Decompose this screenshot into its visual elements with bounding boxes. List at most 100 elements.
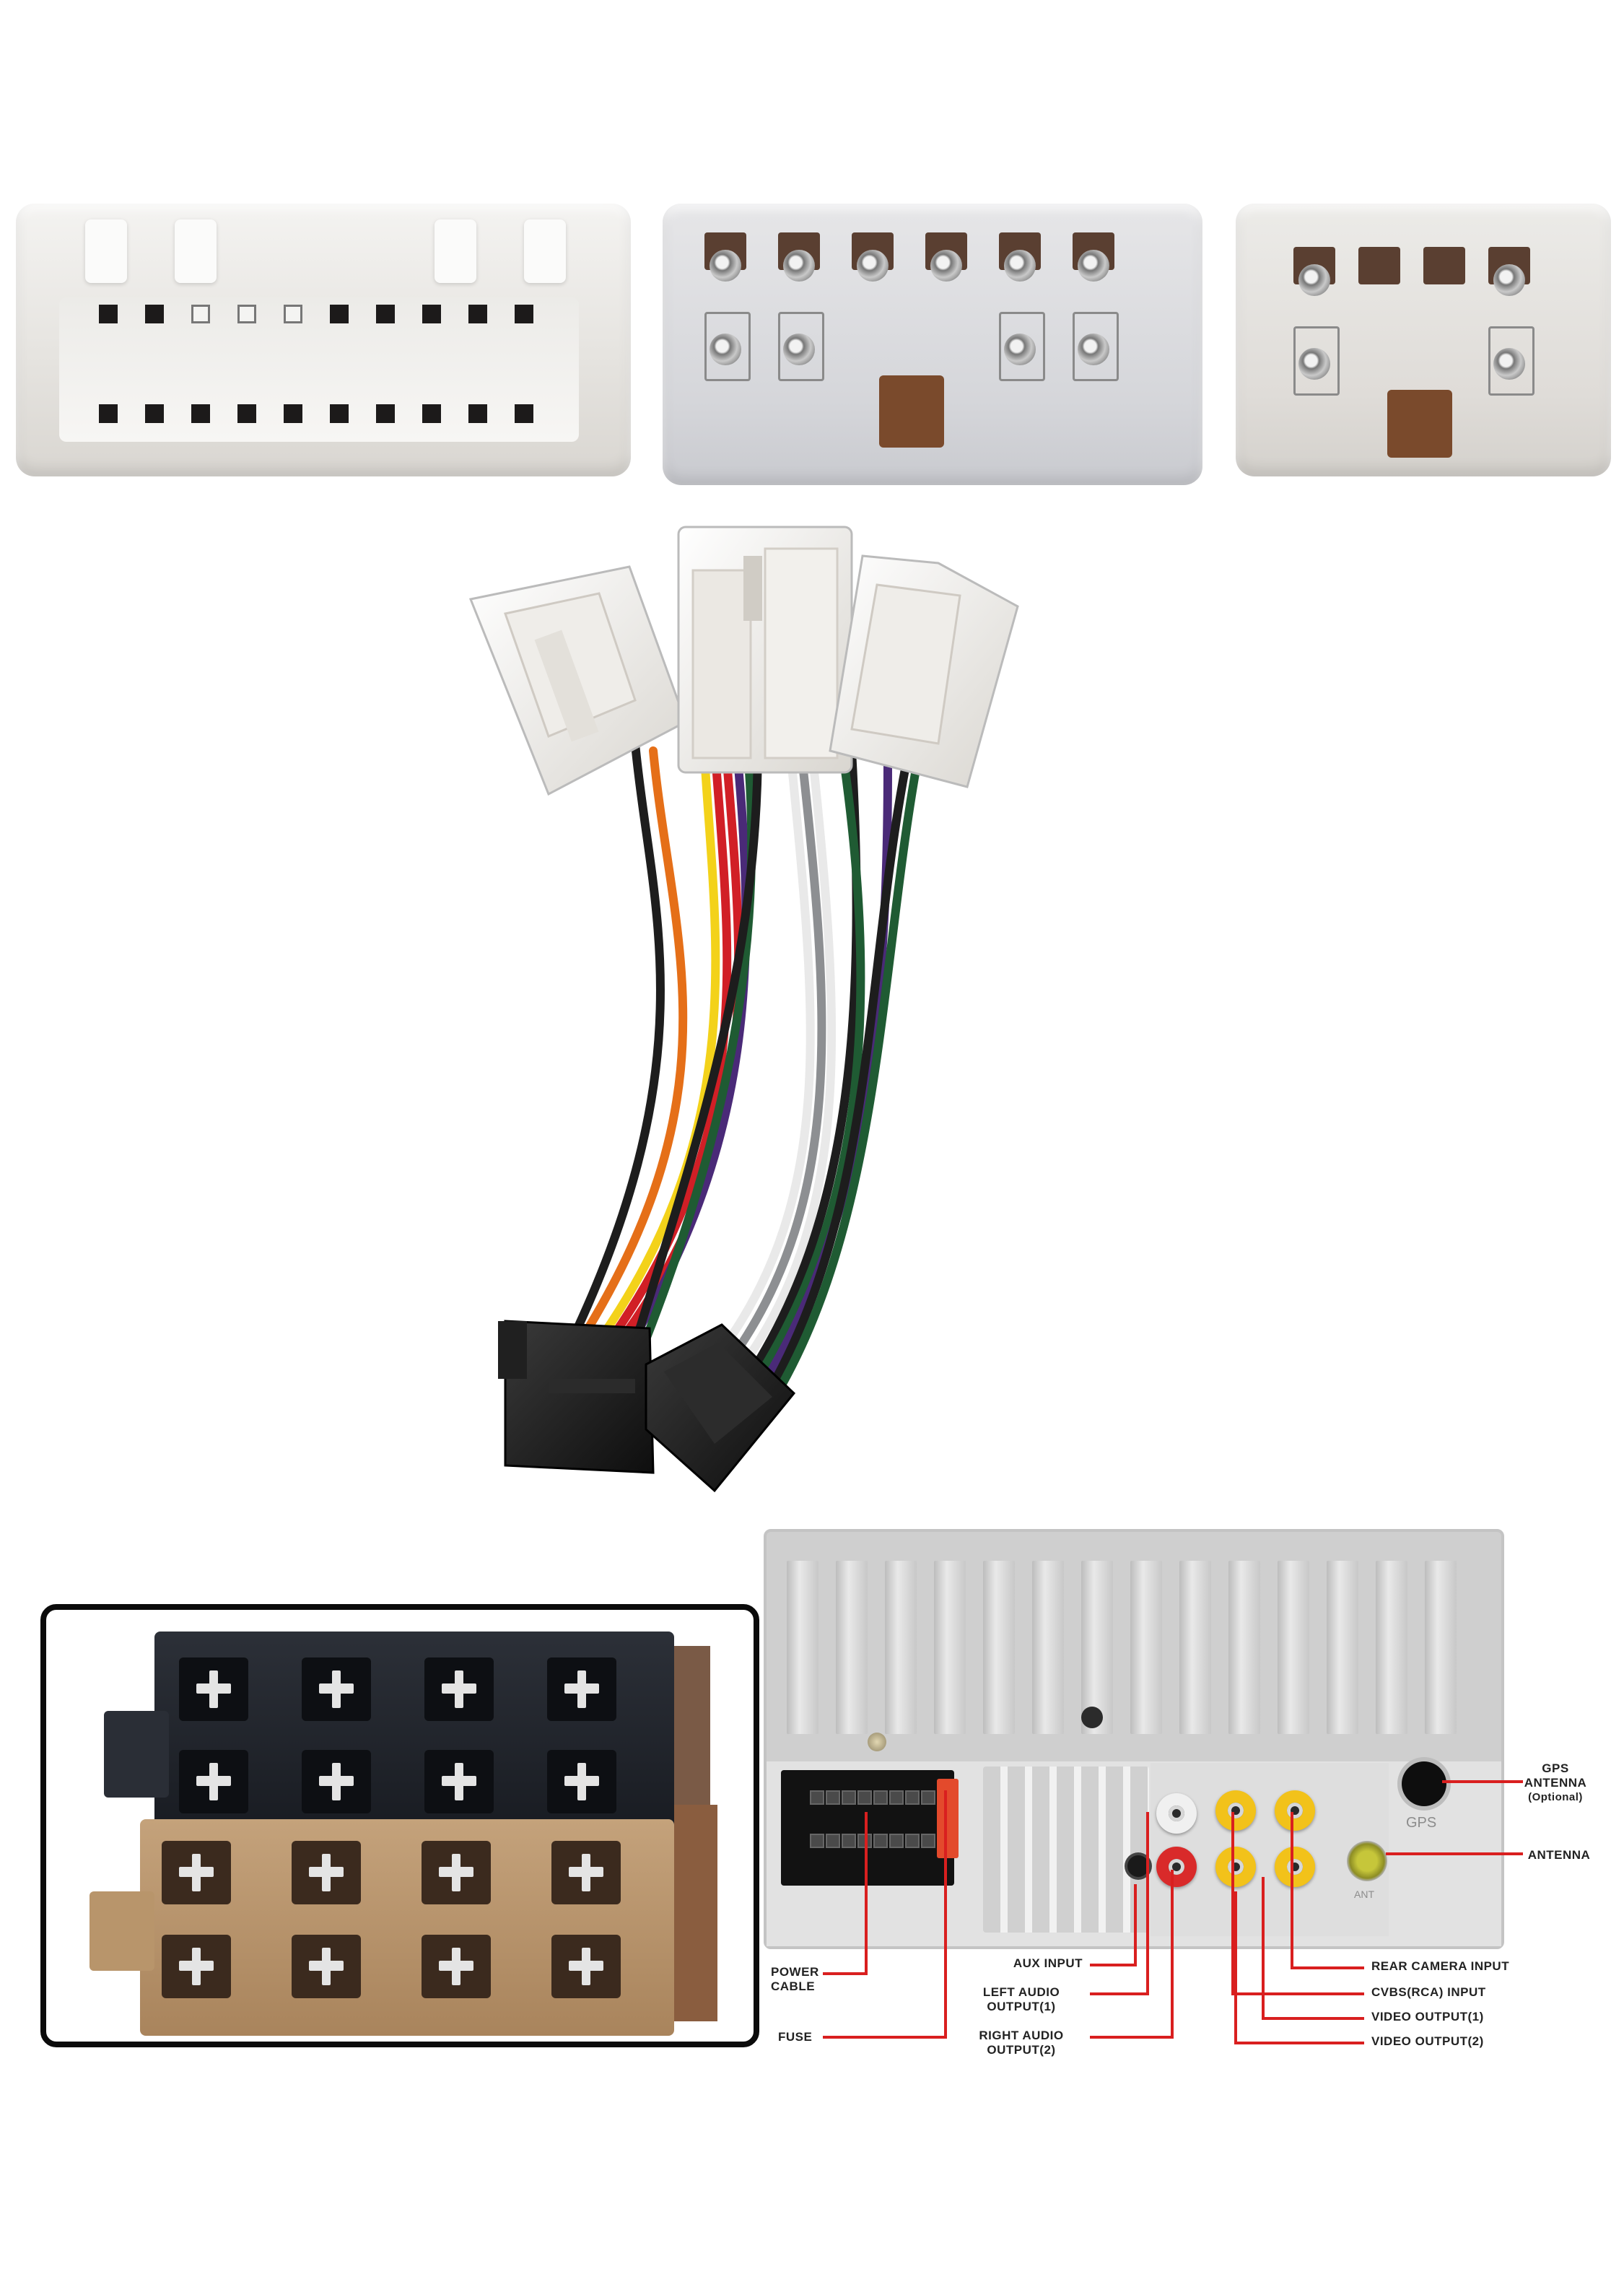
white-plug-left (468, 565, 687, 796)
gps-port (1402, 1761, 1446, 1806)
socket-pin (905, 1834, 920, 1848)
socket-pin (889, 1790, 904, 1805)
label-gps-line1: GPS (1542, 1761, 1569, 1775)
harness-wires (573, 739, 921, 1387)
iso-terminal (305, 1945, 348, 1988)
pin-cavity (1293, 326, 1340, 396)
fuse-block (937, 1779, 959, 1858)
iso-brown-block (140, 1805, 717, 2036)
connector-face-10pin (663, 204, 1202, 485)
iso-terminal (315, 1760, 358, 1803)
antenna-port (1347, 1841, 1387, 1881)
rca-video-out-1 (1275, 1847, 1315, 1887)
harness-wire (739, 746, 837, 1369)
socket-pin (826, 1790, 840, 1805)
rca-cvbs-input (1215, 1790, 1256, 1831)
pin-hole (422, 404, 441, 423)
iso-terminal (435, 1945, 478, 1988)
harness-wire (728, 746, 826, 1362)
keying-slot (1387, 390, 1452, 458)
metal-pin (710, 334, 741, 365)
heatsink-fin (1179, 1561, 1211, 1734)
iso-terminal (435, 1851, 478, 1894)
metal-pin (1004, 334, 1036, 365)
pin-hole (99, 305, 118, 323)
black-plug-left (498, 1320, 655, 1474)
heatsink-fin (1425, 1561, 1457, 1734)
socket-pin (826, 1834, 840, 1848)
pin-hole (284, 305, 302, 323)
label-video-out-2: VIDEO OUTPUT(2) (1371, 2034, 1484, 2048)
harness-wire (598, 739, 720, 1340)
metal-pin (930, 250, 962, 282)
socket-pin (873, 1790, 888, 1805)
screw (868, 1733, 886, 1751)
harness-wire (779, 761, 921, 1387)
socket-pin (842, 1790, 856, 1805)
metal-pin (1493, 348, 1525, 380)
label-power-line1: POWER (771, 1965, 819, 1979)
label-left-audio-line1: LEFT AUDIO (982, 1985, 1060, 1999)
label-power-cable: POWER CABLE (771, 1965, 872, 1994)
heatsink-fin (836, 1561, 868, 1734)
iso-connector-frame (40, 1604, 759, 2047)
wiring-harness (468, 526, 1019, 1493)
connector-face-20pin (16, 204, 631, 476)
latch-tab (175, 219, 217, 283)
iso-terminal (192, 1668, 235, 1711)
pin-hole (99, 404, 118, 423)
head-unit-rear: GPS ANT (764, 1529, 1504, 1949)
label-cvbs-input: CVBS(RCA) INPUT (1371, 1985, 1486, 1999)
label-right-audio-line2: OUTPUT(2) (987, 2043, 1056, 2057)
pin-hole (376, 305, 395, 323)
iso-terminal (437, 1760, 481, 1803)
metal-pin (1004, 250, 1036, 282)
latch-tab (435, 219, 476, 283)
black-plug-right (645, 1323, 796, 1493)
label-fuse: FUSE (778, 2030, 813, 2044)
io-panel (1151, 1763, 1389, 1936)
socket-pin (810, 1834, 824, 1848)
heatsink-fins (787, 1561, 1480, 1777)
socket-pin (873, 1834, 888, 1848)
heatsink-fin (1228, 1561, 1260, 1734)
heatsink-fin (787, 1561, 818, 1734)
metal-pin (1078, 250, 1109, 282)
aux-input-jack (1127, 1855, 1149, 1877)
white-plug-middle (677, 526, 853, 774)
iso-terminal (560, 1760, 603, 1803)
heatsink-fin (934, 1561, 966, 1734)
heatsink-fin (1130, 1561, 1162, 1734)
callout-line (823, 1812, 868, 1975)
harness-wire (717, 746, 815, 1354)
pin-hole (145, 404, 164, 423)
iso-terminal (564, 1945, 608, 1988)
label-gps-antenna: GPS ANTENNA (Optional) (1501, 1761, 1610, 1805)
label-gps-line2: ANTENNA (1524, 1776, 1587, 1790)
connector-face-6pin (1236, 204, 1611, 476)
vent-area (983, 1767, 1149, 1933)
metal-pin (1493, 264, 1525, 296)
iso-terminal (192, 1760, 235, 1803)
pin-hole (515, 305, 533, 323)
socket-pin (921, 1790, 935, 1805)
iso-terminal (305, 1851, 348, 1894)
metal-pin (710, 250, 741, 282)
iso-terminal (437, 1668, 481, 1711)
socket-pin (905, 1790, 920, 1805)
label-rear-camera: REAR CAMERA INPUT (1371, 1959, 1510, 1973)
label-antenna: ANTENNA (1527, 1848, 1591, 1862)
callout-line (1090, 1812, 1149, 1995)
pin-hole (515, 404, 533, 423)
pin-hole (237, 305, 256, 323)
callout-line (1090, 1870, 1174, 2039)
iso-black-block (154, 1632, 710, 1848)
ant-embossed-label: ANT (1354, 1889, 1374, 1900)
label-right-audio-line1: RIGHT AUDIO (979, 2029, 1064, 2042)
harness-wire (634, 739, 762, 1336)
heatsink-fin (1327, 1561, 1358, 1734)
socket-pin (810, 1790, 824, 1805)
socket-pin (842, 1834, 856, 1848)
harness-wire (772, 761, 910, 1383)
